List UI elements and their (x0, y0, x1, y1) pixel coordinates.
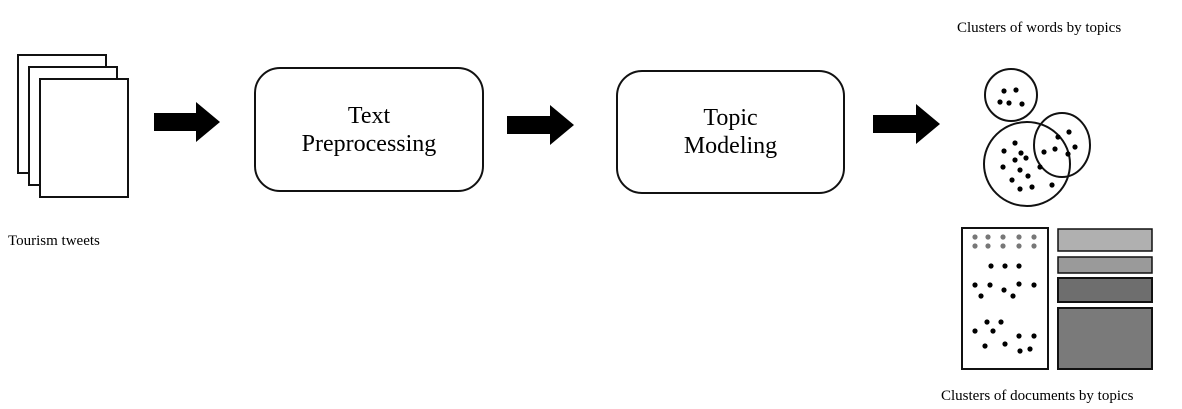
text-preprocessing-box: Text Preprocessing (254, 67, 484, 192)
word-clusters-label: Clusters of words by topics (957, 20, 1122, 36)
document-stack-icon (17, 54, 129, 198)
document-clusters-icon (961, 227, 1153, 370)
word-clusters-icon (983, 68, 1091, 207)
step-title-line2: Preprocessing (301, 130, 437, 157)
right-arrow-icon (154, 102, 220, 142)
right-arrow-icon (873, 104, 940, 144)
topic-modeling-box: Topic Modeling (616, 70, 845, 194)
step-title-line1: Topic (703, 105, 758, 131)
document-clusters-label: Clusters of documents by topics (941, 388, 1134, 404)
step-title-line1: Text (347, 102, 391, 129)
tourism-tweets-label: Tourism tweets (8, 233, 100, 249)
right-arrow-icon (507, 105, 574, 145)
step-title-line2: Modeling (683, 133, 778, 159)
